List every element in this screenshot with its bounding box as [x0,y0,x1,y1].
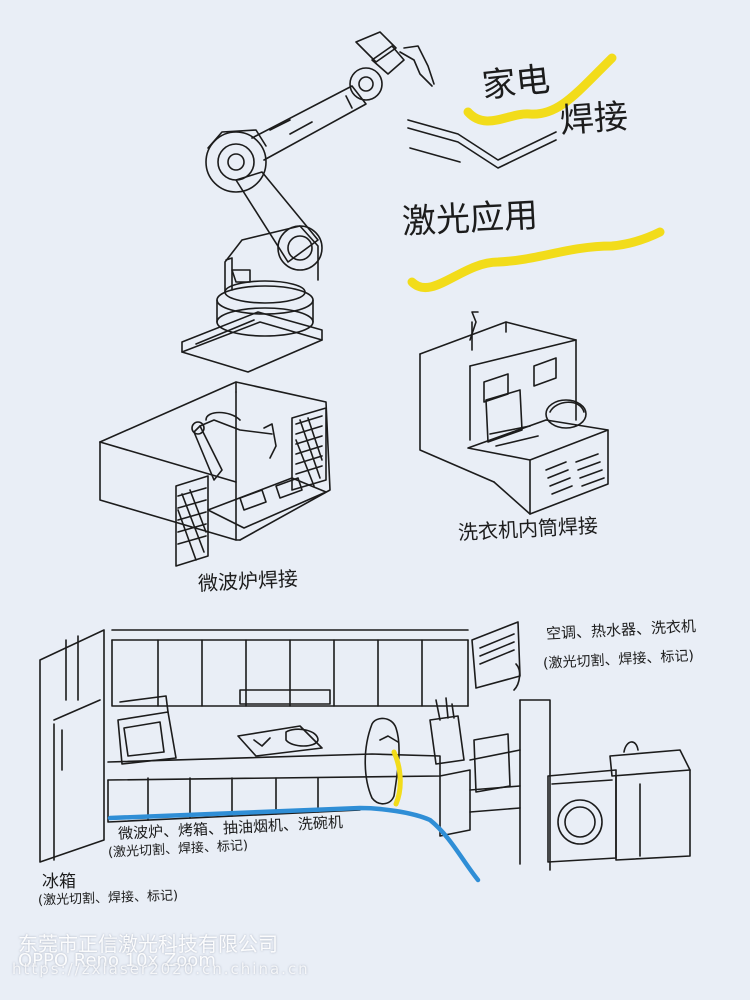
highlight-blue-floor [107,805,481,883]
title-home-appliance: 家电 [480,59,552,107]
title-laser-application: 激光应用 [401,195,539,243]
robot-arm-drawing [181,31,435,373]
kitchen-scene [39,621,691,871]
washer-drum-welding-station [419,311,609,515]
watermark-company: 东莞市正信激光科技有限公司 [18,932,278,956]
highlight-yellow-3 [391,749,403,807]
highlight-yellow-2 [407,227,665,293]
highlight-yellow-1 [463,53,617,126]
caption-fridge: 冰箱 [42,872,76,892]
title-welding: 焊接 [558,96,630,142]
microwave-welding-booth [99,381,331,567]
watermark-url: https://zxlaser2020.cn.china.cn [12,960,310,978]
watermark-camera: OPPO Reno 10x Zoom [18,950,216,971]
